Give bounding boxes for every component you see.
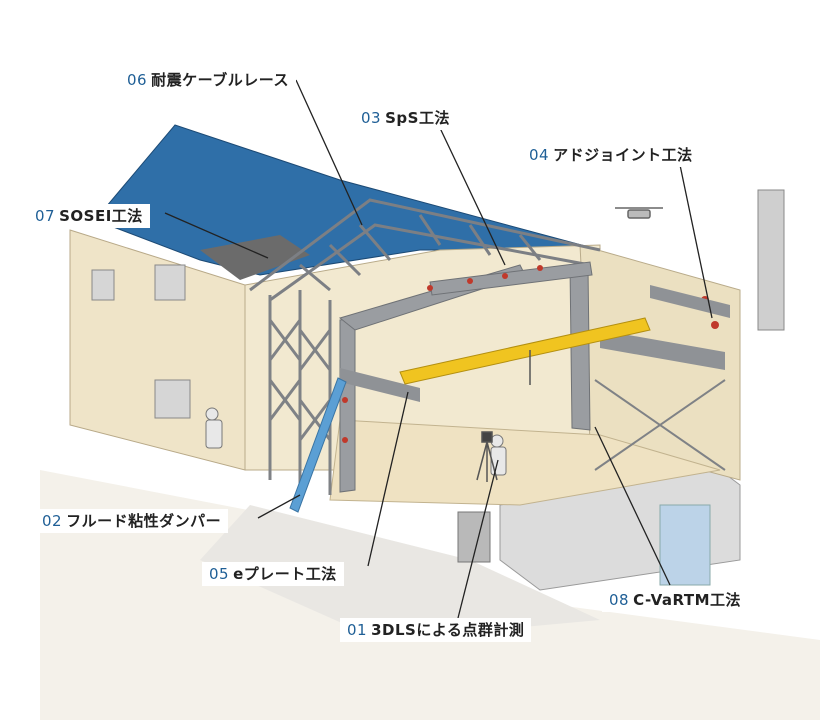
callout-label: C-VaRTM工法 [633,591,742,609]
callout-label: eプレート工法 [233,565,337,583]
callout-number: 05 [209,565,230,583]
wall-bracing [594,379,726,471]
laser-scanner [476,431,498,482]
chimney [757,189,785,331]
callout-label: フルード粘性ダンパー [66,512,222,530]
window [154,264,186,301]
viscous-damper [289,377,347,513]
window [154,379,191,419]
callout-label: SpS工法 [385,109,450,127]
callout-label: SOSEI工法 [59,207,143,225]
callout-number: 08 [609,591,630,609]
road [200,505,600,640]
worker [205,407,507,476]
overhead-crane [399,317,651,385]
roof-truss [249,198,601,302]
drone [615,207,663,219]
callout-number: 04 [529,146,550,164]
callout-number: 02 [42,512,63,530]
steel-beam [340,368,420,402]
callout-label: アドジョイント工法 [553,146,693,164]
window [91,269,115,301]
water-channel [659,504,711,586]
callout-number: 06 [127,71,148,89]
callout-number: 01 [347,621,368,639]
leader-lines [164,79,713,619]
callout-label: 3DLSによる点群計測 [371,621,525,639]
roof-shade [200,235,310,280]
callout-number: 03 [361,109,382,127]
callout-label: 耐震ケーブルレース [151,71,289,89]
portal-frame [338,261,593,493]
steel-beam [600,330,725,370]
left-frame [268,290,332,495]
callout-number: 07 [35,207,56,225]
